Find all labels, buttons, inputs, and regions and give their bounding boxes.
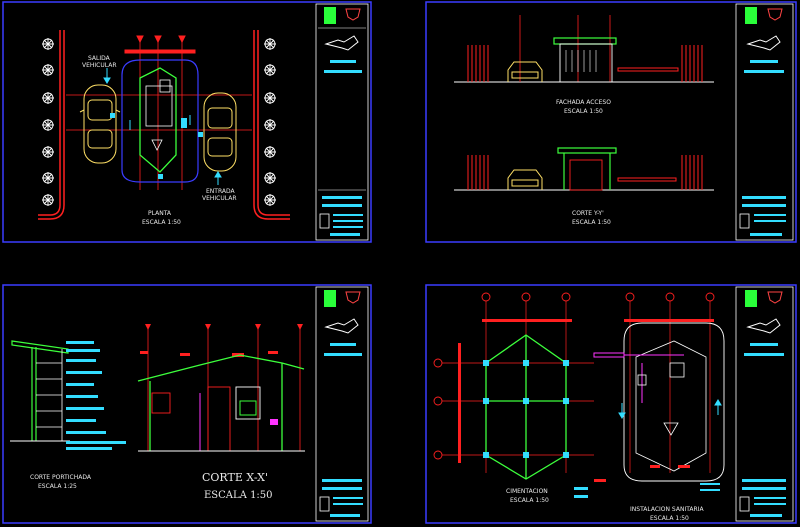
- label-salida-1: SALIDA: [88, 55, 111, 62]
- label-corte-yy-escala: ESCALA 1:50: [572, 219, 611, 226]
- title-block: [735, 3, 794, 241]
- sheet-fachada: FACHADA ACCESO ESCALA 1:50 CORTE Y-Y' ES…: [424, 0, 800, 245]
- label-entrada-1: ENTRADA: [206, 188, 235, 195]
- label-instalacion-escala: ESCALA 1:50: [650, 515, 689, 522]
- label-planta: PLANTA: [148, 210, 172, 217]
- sheet-cimentacion-drawing: CIMENTACION ESCALA 1:50 INSTALACION SANI…: [425, 284, 797, 524]
- label-fachada-escala: ESCALA 1:50: [564, 108, 603, 115]
- grid-bubbles: [433, 292, 715, 460]
- label-salida-2: VEHICULAR: [82, 62, 117, 69]
- label-cimentacion-escala: ESCALA 1:50: [510, 497, 549, 504]
- sheet-fachada-drawing: FACHADA ACCESO ESCALA 1:50 CORTE Y-Y' ES…: [425, 1, 797, 243]
- title-block: [735, 286, 794, 522]
- title-block: [315, 3, 369, 241]
- car-left: [79, 84, 121, 164]
- trees: [42, 38, 276, 206]
- label-cimentacion: CIMENTACION: [506, 488, 548, 495]
- car-front-bottom: [507, 169, 543, 190]
- label-fachada: FACHADA ACCESO: [556, 99, 611, 106]
- label-corte-xx-escala: ESCALA 1:50: [204, 490, 273, 501]
- label-corte-porch-escala: ESCALA 1:25: [38, 483, 77, 490]
- car-right: [203, 92, 237, 172]
- label-entrada-2: VEHICULAR: [202, 195, 237, 202]
- axis-grid: [147, 328, 301, 451]
- label-instalacion: INSTALACION SANITARIA: [630, 506, 704, 513]
- sheet-planta-drawing: SALIDA VEHICULAR ENTRADA VEHICULAR PLANT…: [2, 1, 372, 243]
- label-planta-escala: ESCALA 1:50: [142, 219, 181, 226]
- sheet-planta: SALIDA VEHICULAR ENTRADA VEHICULAR PLANT…: [0, 0, 375, 245]
- label-corte-yy: CORTE Y-Y': [572, 210, 604, 217]
- sheet-cortes: CORTE PORTICHADA ESCALA 1:25 CORTE X-X' …: [0, 283, 375, 527]
- label-corte-xx: CORTE X-X': [202, 471, 268, 484]
- car-front-top: [507, 61, 543, 82]
- sheet-cortes-drawing: CORTE PORTICHADA ESCALA 1:25 CORTE X-X' …: [2, 284, 372, 524]
- sheet-cimentacion: CIMENTACION ESCALA 1:50 INSTALACION SANI…: [424, 283, 800, 527]
- title-block: [315, 286, 369, 522]
- label-corte-porch: CORTE PORTICHADA: [30, 474, 92, 481]
